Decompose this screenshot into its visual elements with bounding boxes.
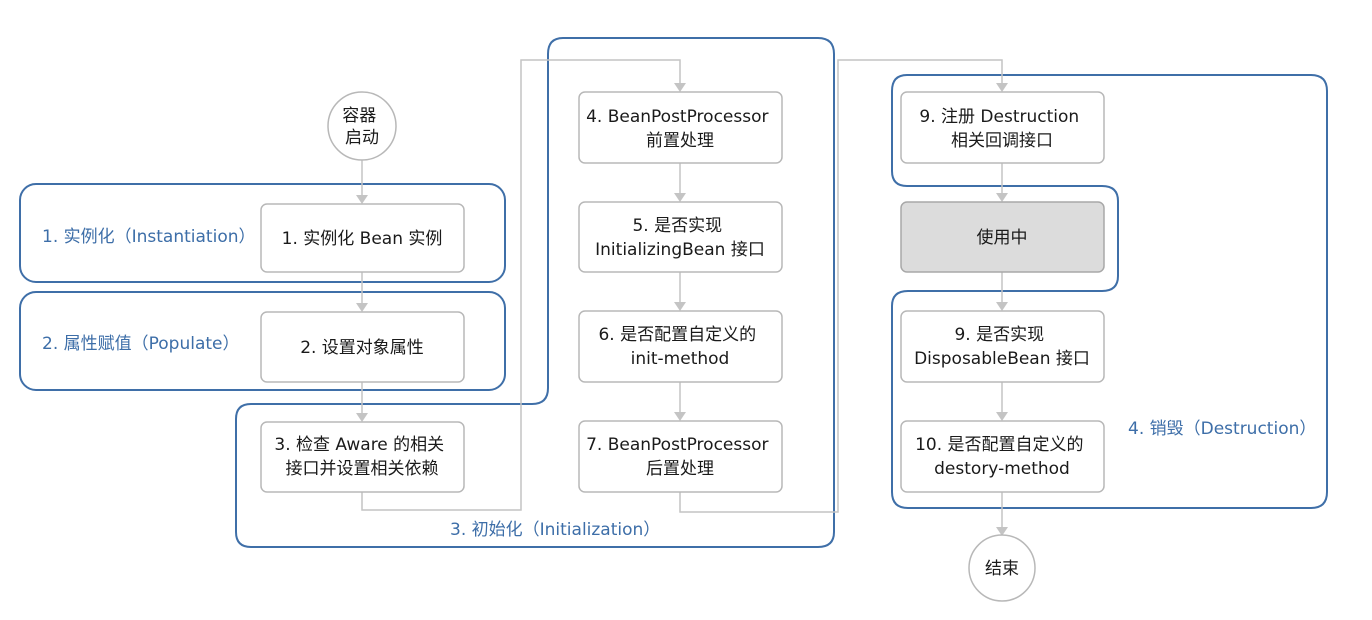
group-label-initialization: 3. 初始化（Initialization）: [450, 520, 660, 540]
arrowhead: [996, 412, 1008, 421]
start-terminal-label: 容器 启动: [342, 106, 381, 148]
region-destruction-register: [891, 74, 1328, 509]
arrowhead: [356, 303, 368, 312]
arrowhead: [996, 302, 1008, 311]
arrowhead: [674, 193, 686, 202]
step-initializing-bean: 5. 是否实现 InitializingBean 接口: [578, 201, 783, 273]
step-init-method: 6. 是否配置自定义的 init-method: [578, 310, 783, 383]
step-label: 10. 是否配置自定义的 destory-method: [915, 435, 1089, 479]
arrowhead: [996, 193, 1008, 202]
group-label-destruction: 4. 销毁（Destruction）: [1128, 419, 1316, 439]
arrowhead: [356, 413, 368, 422]
step-label: 7. BeanPostProcessor 后置处理: [586, 435, 774, 479]
region-populate: [19, 291, 506, 391]
arrowhead: [674, 302, 686, 311]
connector-s7-s9a: [679, 59, 1003, 513]
step-label: 5. 是否实现 InitializingBean 接口: [595, 216, 765, 260]
group-label-instantiation: 1. 实例化（Instantiation）: [42, 227, 256, 247]
step-in-use: 使用中: [900, 201, 1105, 273]
step-label: 2. 设置对象属性: [300, 338, 424, 358]
end-terminal: 结束: [968, 534, 1036, 602]
region-instantiation: [19, 183, 506, 283]
connectors: [356, 59, 1008, 536]
step-label: 使用中: [977, 227, 1028, 248]
arrowhead: [674, 83, 686, 92]
region-initialization: [235, 37, 835, 548]
step-disposable-bean: 9. 是否实现 DisposableBean 接口: [900, 310, 1105, 383]
step-label: 9. 是否实现 DisposableBean 接口: [914, 325, 1090, 369]
step-instantiate-bean: 1. 实例化 Bean 实例: [260, 203, 465, 273]
end-terminal-label: 结束: [985, 559, 1019, 579]
step-register-destruction: 9. 注册 Destruction 相关回调接口: [900, 91, 1105, 164]
step-check-aware: 3. 检查 Aware 的相关 接口并设置相关依赖: [260, 421, 465, 493]
arrowhead: [674, 412, 686, 421]
start-terminal: 容器 启动: [327, 91, 397, 161]
connector-s3-s4: [361, 59, 681, 511]
arrowhead: [996, 83, 1008, 92]
step-label: 9. 注册 Destruction 相关回调接口: [919, 107, 1084, 151]
step-set-properties: 2. 设置对象属性: [260, 311, 465, 383]
step-destroy-method: 10. 是否配置自定义的 destory-method: [900, 420, 1105, 493]
step-bpp-after: 7. BeanPostProcessor 后置处理: [578, 420, 783, 493]
arrowhead: [996, 527, 1008, 536]
step-label: 6. 是否配置自定义的 init-method: [598, 325, 761, 369]
step-label: 3. 检查 Aware 的相关 接口并设置相关依赖: [274, 435, 449, 479]
step-bpp-before: 4. BeanPostProcessor 前置处理: [578, 91, 783, 164]
step-label: 1. 实例化 Bean 实例: [282, 229, 443, 249]
step-label: 4. BeanPostProcessor 前置处理: [586, 107, 774, 151]
arrowhead: [356, 195, 368, 204]
group-label-populate: 2. 属性赋值（Populate）: [42, 334, 240, 354]
